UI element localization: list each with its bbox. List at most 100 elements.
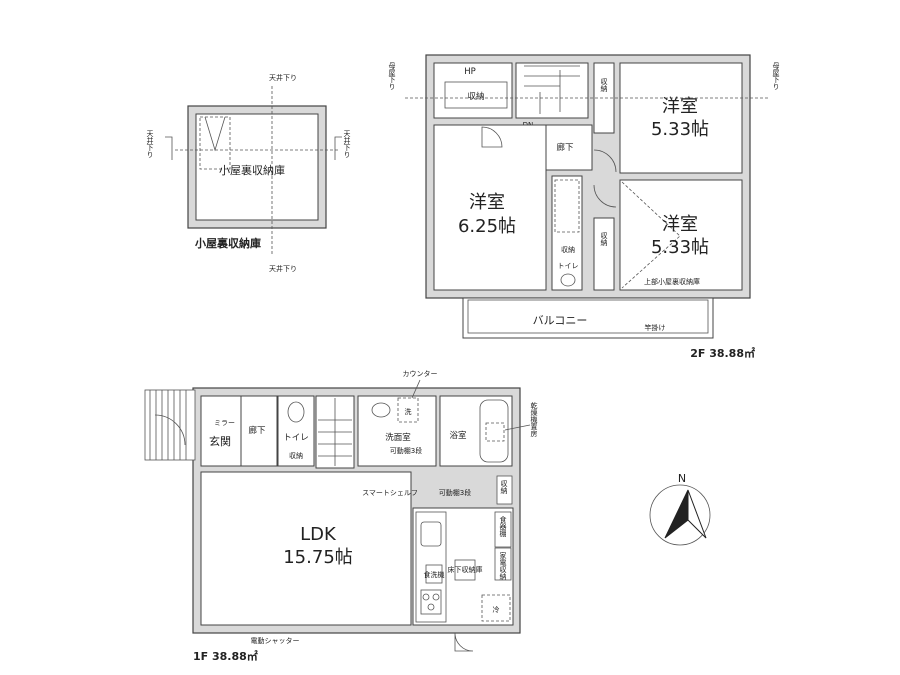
floor2-area-label: 2F 38.88㎡ — [690, 346, 755, 360]
floor2-door-ne — [593, 149, 617, 173]
attic-ceiling-bottom-label: 天井下り — [269, 264, 297, 273]
floor2-toilet-label: トイレ — [558, 262, 579, 270]
attic-ceiling-right-label: 天井下り — [343, 130, 351, 158]
floor1-appliance-storage — [494, 547, 512, 581]
attic-ceiling-mark-right — [334, 136, 342, 160]
floor1-entrance-label: 玄関 — [209, 434, 231, 448]
floor1-counter-label: カウンター — [403, 369, 438, 378]
floor2-room-ne-size: 5.33帖 — [651, 119, 709, 140]
floor1-porch-steps — [149, 390, 187, 460]
attic-room — [195, 113, 319, 221]
floor1-porch — [144, 389, 196, 461]
floor2-room-w — [433, 124, 547, 291]
attic-ceiling-mark-left — [165, 136, 173, 160]
floor1-shutter-label: 電動シャッター — [251, 636, 300, 645]
floor1-stove-burner-3 — [427, 603, 435, 611]
floor1-washroom — [357, 395, 437, 467]
floor2-rail-label: 竿掛け — [645, 323, 666, 332]
floor1-washroom-label: 洗面室 — [385, 432, 411, 443]
floor2-balcony — [462, 297, 714, 339]
floor1-hall — [240, 395, 278, 467]
floor1-sink — [371, 402, 391, 418]
floor2-storage-left-label: 収納 — [467, 91, 484, 102]
floor2-door-w — [481, 126, 503, 148]
floor1-shelf-kitchen-label: 可動棚3段 — [439, 488, 471, 497]
floor1-mirror-label: ミラー — [214, 419, 235, 427]
attic-ceiling-left-label: 天井下り — [146, 130, 154, 158]
floor1-dryer-leader — [504, 424, 531, 431]
floor2-closet-se — [593, 217, 615, 291]
floor2-hall-label: 廊下 — [556, 142, 574, 153]
floor2-balcony-label: バルコニー — [533, 314, 588, 327]
floor1-washer — [397, 397, 419, 423]
floor2-attic-outline — [621, 181, 681, 289]
floor2-stairs — [515, 62, 589, 119]
floor1-counter-leader — [411, 379, 421, 399]
floor2-closet-se-label: 収納 — [600, 232, 608, 247]
floor1-back-door — [454, 632, 474, 652]
floor2-room-w-name: 洋室 — [469, 192, 505, 213]
floor2-attic-hatch — [554, 179, 580, 233]
floor2-room-se-size: 5.33帖 — [651, 237, 709, 258]
floor2-storage-wc-label: 収納 — [561, 245, 575, 254]
floor1-washer-label: 洗 — [405, 407, 412, 416]
floor1-shelf-wash-label: 可動棚3段 — [390, 446, 422, 455]
floor1-underfloor-hatch — [454, 559, 476, 581]
floor1-entrance — [200, 395, 242, 467]
floor1-toilet-label: トイレ — [283, 433, 309, 443]
attic-ladder — [204, 116, 226, 152]
floor2-closet-top-label: 収納 — [600, 78, 608, 93]
floor1-area-label: 1F 38.88㎡ — [193, 649, 258, 663]
floor1-appliance-label: 家電収納 — [499, 551, 507, 581]
floor1-bath-label: 浴室 — [449, 430, 467, 441]
floor2-roof-left-label: 母屋下り — [388, 62, 396, 90]
floor1-stove-burner-2 — [432, 593, 440, 601]
floor1-food-shelf — [494, 511, 512, 548]
floor1-ldk — [200, 471, 412, 626]
floor2-balcony-inner — [467, 299, 709, 334]
floor2-plan: HP 収納 DN 収納 洋室 5.33帖 母屋下り 母屋下り 廊下 洋室 6.2… — [388, 54, 780, 360]
floor2-roof-right-label: 母屋下り — [772, 62, 780, 90]
floor1-entrance-door — [154, 414, 186, 446]
floor1-bathtub — [479, 399, 509, 463]
floor2-door-se — [593, 184, 617, 208]
floor2-toilet-bowl — [560, 273, 576, 287]
attic-hatch — [199, 116, 231, 170]
floor1-food-shelf-label: 食器棚 — [499, 515, 507, 538]
floor1-storage-label: 収納 — [289, 451, 303, 460]
floor1-dryer — [485, 422, 505, 442]
floor2-room-w-size: 6.25帖 — [458, 216, 516, 237]
floor1-stove-burner-1 — [422, 593, 430, 601]
compass-arrow-half-icon — [687, 489, 707, 539]
floor1-hall-label: 廊下 — [248, 425, 266, 436]
floor1-underfloor-label: 床下収納庫 — [448, 565, 483, 574]
attic-room-label: 小屋裏収納庫 — [219, 163, 285, 177]
floor1-storage-right-label: 収納 — [500, 480, 508, 495]
floor2-storage-box — [444, 81, 508, 109]
floor1-smart-shelf-label: スマートシェルフ — [362, 489, 418, 497]
compass-label: N — [678, 472, 686, 485]
floor1-stove — [420, 589, 442, 615]
floor1-plan: ミラー 玄関 廊下 トイレ 収納 UP 洗 洗面室 可動棚3段 カウンター 浴室… — [144, 369, 538, 663]
floor1-fridge-label: 冷 — [493, 605, 500, 614]
floor2-room-ne-name: 洋室 — [662, 96, 698, 117]
floor1-toilet-bowl — [287, 401, 305, 423]
floor2-wc-column — [551, 175, 583, 291]
floor2-hp-label: HP — [464, 67, 476, 77]
floor1-storage-right — [496, 475, 513, 505]
floor1-kitchen-sink — [420, 521, 442, 547]
floor1-dishwasher — [425, 564, 443, 584]
floor2-room-ne — [619, 62, 743, 174]
floor2-stair-treads — [524, 65, 580, 114]
floor2-room-se-name: 洋室 — [662, 214, 698, 235]
attic-plan: 小屋裏収納庫 小屋裏収納庫 天井下り 天井下り 天井下り 天井下り — [146, 73, 351, 273]
floor1-dishwasher-label: 食洗機 — [424, 570, 445, 579]
attic-caption: 小屋裏収納庫 — [194, 236, 261, 250]
floor2-attic-above-label: 上部小屋裏収納庫 — [644, 277, 700, 286]
floor1-fridge — [481, 594, 511, 622]
floor1-dryer-label: 乾燥機置房 — [530, 401, 538, 438]
floor2-closet-top — [593, 62, 615, 134]
attic-ceiling-top-label: 天井下り — [269, 73, 297, 82]
floor1-stair-treads — [318, 398, 352, 466]
